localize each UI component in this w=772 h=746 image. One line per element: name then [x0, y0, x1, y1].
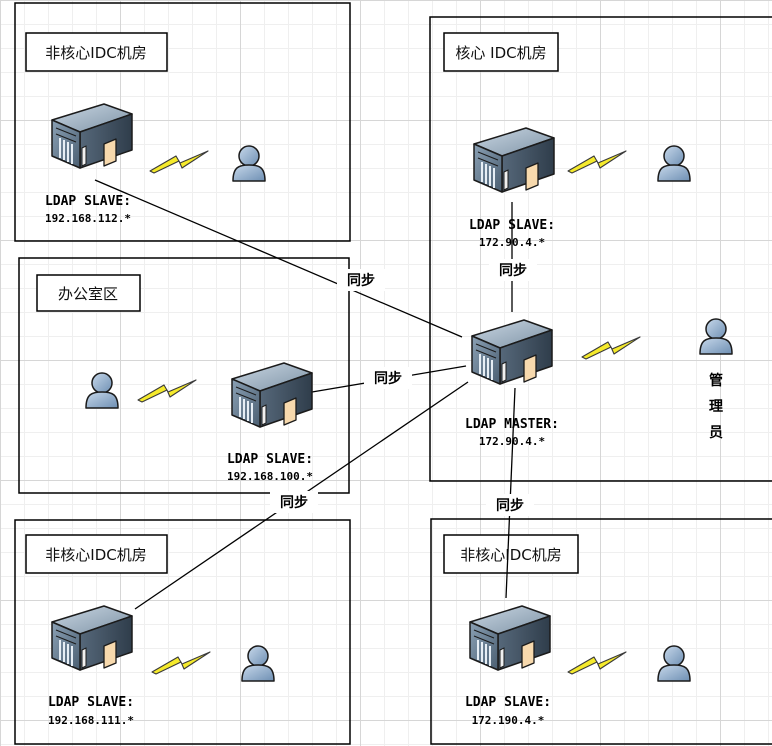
zone-noncore-idc-bottom-right: 非核心IDC机房	[430, 518, 772, 745]
sync-label: 同步	[347, 272, 375, 289]
zone-noncore-idc-top-left: 非核心IDC机房	[14, 2, 351, 242]
user-icon	[241, 645, 275, 682]
server-role-label: LDAP SLAVE:	[465, 695, 551, 710]
server-role-label: LDAP SLAVE:	[48, 695, 134, 710]
admin-label-char: 理	[709, 399, 723, 415]
zone-label-noncore-idc: 非核心IDC机房	[45, 546, 146, 564]
server-role-label: LDAP SLAVE:	[45, 194, 131, 209]
lightning-icon	[137, 379, 197, 403]
user-icon	[232, 145, 266, 182]
sync-line-top-left	[94, 179, 463, 338]
lightning-icon	[149, 150, 209, 174]
lightning-icon	[581, 336, 641, 360]
server-role-label: LDAP MASTER:	[465, 417, 559, 432]
server-ip-label: 172.90.4.*	[479, 435, 545, 448]
server-role-label: LDAP SLAVE:	[469, 218, 555, 233]
server-icon	[473, 127, 555, 193]
sync-label: 同步	[496, 497, 524, 514]
sync-label: 同步	[499, 262, 527, 279]
zone-label-noncore-idc: 非核心IDC机房	[45, 44, 146, 62]
sync-label: 同步	[280, 494, 308, 511]
server-ip-label: 192.168.112.*	[45, 212, 131, 225]
admin-label-char: 管	[709, 372, 723, 389]
user-icon	[699, 318, 733, 355]
zone-office: 办公室区	[18, 257, 350, 494]
zone-label-office: 办公室区	[58, 285, 118, 303]
server-icon	[231, 362, 313, 428]
server-role-label: LDAP SLAVE:	[227, 452, 313, 467]
server-ip-label: 192.168.100.*	[227, 470, 313, 483]
zone-label-core-idc: 核心 IDC机房	[455, 44, 546, 62]
sync-label: 同步	[374, 370, 402, 387]
sync-line-bottom-right	[505, 387, 516, 599]
server-icon	[469, 605, 551, 671]
user-icon	[657, 145, 691, 182]
user-icon	[85, 372, 119, 409]
admin-label-char: 员	[709, 425, 723, 441]
server-ip-label: 172.190.4.*	[472, 714, 545, 727]
sync-labels: 同步 同步 同步 同步 同步	[270, 259, 537, 516]
server-icon	[471, 319, 553, 385]
lightning-icon	[567, 150, 627, 174]
zone-noncore-idc-bottom-left: 非核心IDC机房	[14, 519, 351, 745]
lightning-icon	[151, 651, 211, 675]
server-ip-label: 172.90.4.*	[479, 236, 545, 249]
lightning-icon	[567, 651, 627, 675]
server-icon	[51, 605, 133, 671]
zone-label-noncore-idc: 非核心IDC机房	[460, 546, 561, 564]
zone-core-idc: 核心 IDC机房	[429, 16, 772, 482]
server-ip-label: 192.168.111.*	[48, 714, 134, 727]
server-icon	[51, 103, 133, 169]
user-icon	[657, 645, 691, 682]
